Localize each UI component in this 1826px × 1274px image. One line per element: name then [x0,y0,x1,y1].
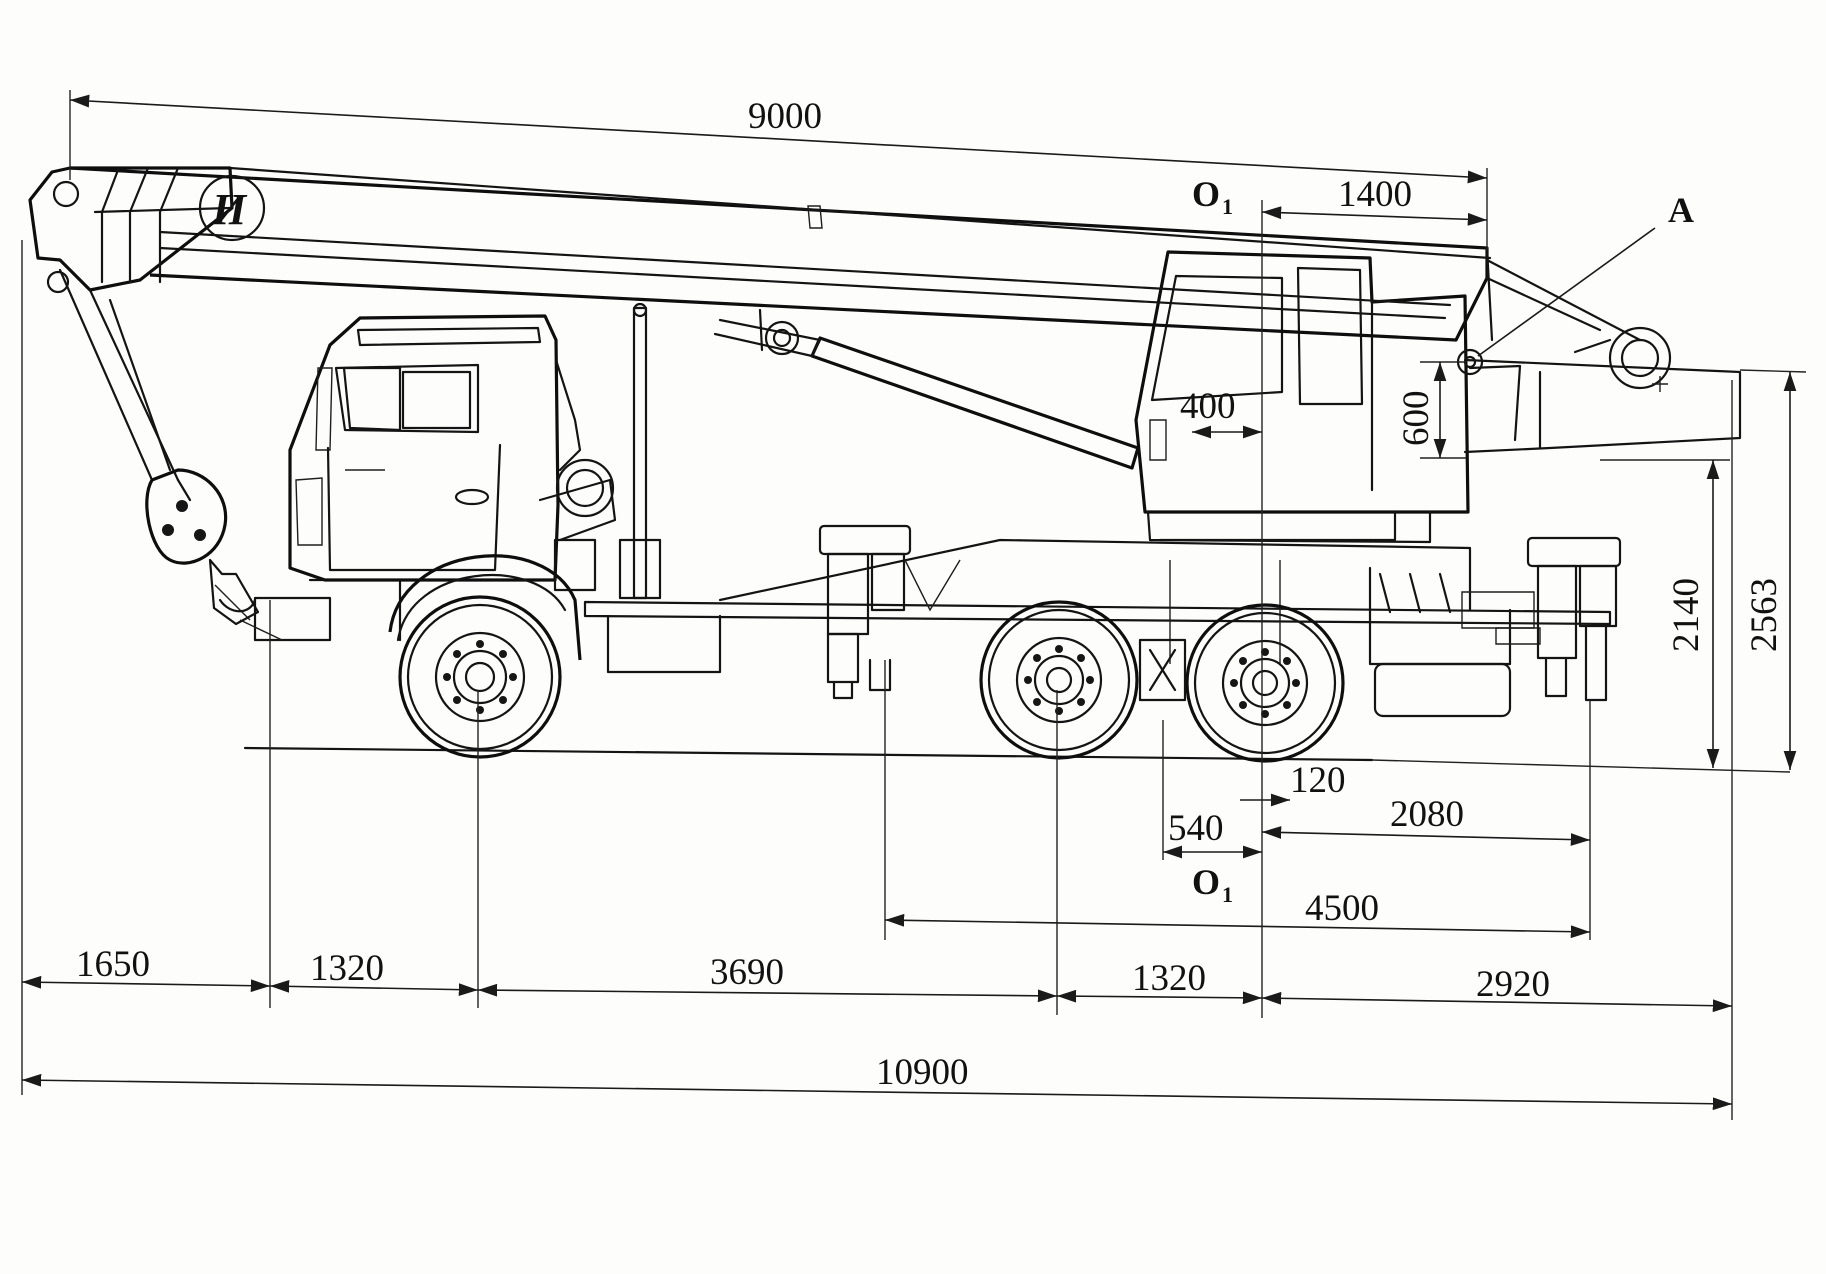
boom-support-post [620,304,660,598]
truck-cab [290,316,615,590]
svg-text:2563: 2563 [1744,578,1785,652]
svg-text:540: 540 [1168,808,1224,849]
dim-platform-height: 2140 [1600,460,1730,768]
svg-text:1: 1 [1222,194,1233,219]
extension-lines [22,90,1806,1120]
svg-text:600: 600 [1396,391,1437,447]
dim-overall-height: 2563 [1744,372,1797,770]
callout-point-a: A [1478,190,1694,356]
dim-bumper-to-axle: 1320 [270,948,478,997]
svg-text:1650: 1650 [76,944,150,985]
svg-text:4500: 4500 [1305,888,1379,929]
svg-text:1320: 1320 [1132,958,1206,999]
rear-suspension [1140,640,1185,700]
label-o1-top: O 1 [1192,174,1233,219]
svg-text:3690: 3690 [710,952,784,993]
svg-text:2920: 2920 [1476,964,1550,1005]
dim-rear-overhang: 2920 [1262,964,1732,1013]
counterweight [1465,328,1740,452]
svg-text:10900: 10900 [876,1052,969,1093]
svg-text:1400: 1400 [1338,174,1412,215]
dim-outrigger-rear: 2080 [1262,794,1590,846]
emblem-letter: И [211,185,248,234]
crane-cabin [1136,252,1468,542]
svg-text:1320: 1320 [310,948,384,989]
dim-overall-length: 10900 [22,1052,1732,1111]
dim-boom-offset: 1400 [1262,174,1487,226]
dim-outrigger-base: 4500 [885,888,1590,939]
svg-text:2080: 2080 [1390,794,1464,835]
dim-wheelbase: 3690 [478,952,1057,1003]
dim-cab-offset: 400 [1180,386,1262,439]
svg-text:400: 400 [1180,386,1236,427]
dim-boom-length: 9000 [70,94,1487,184]
dim-bogie-spacing: 1320 [1057,958,1262,1005]
dim-pivot-height: 600 [1396,362,1466,458]
dim-pivot-540: 540 [1163,808,1262,859]
svg-text:O: O [1192,174,1220,214]
chassis-frame [215,540,1610,716]
ground-line [245,748,1372,760]
front-wheel [390,556,580,757]
svg-text:O: O [1192,862,1220,902]
front-wheel-studs [443,640,517,714]
rear-wheel-2 [1187,605,1343,761]
rear-wheel-1 [981,602,1137,758]
boom-head [30,168,282,640]
svg-text:120: 120 [1290,760,1346,801]
boom-lift-cylinder [715,310,1138,468]
label-o1-bottom: O 1 [1192,862,1233,907]
svg-text:2140: 2140 [1666,578,1707,652]
svg-text:A: A [1668,190,1694,230]
rear-outrigger [1528,538,1620,700]
svg-text:9000: 9000 [748,96,822,137]
svg-text:1: 1 [1222,882,1233,907]
crane-truck-drawing: И [30,168,1740,761]
dim-front-overhang: 1650 [22,944,270,993]
dim-pivot-small: 120 [1240,760,1346,807]
front-outrigger [820,526,960,698]
